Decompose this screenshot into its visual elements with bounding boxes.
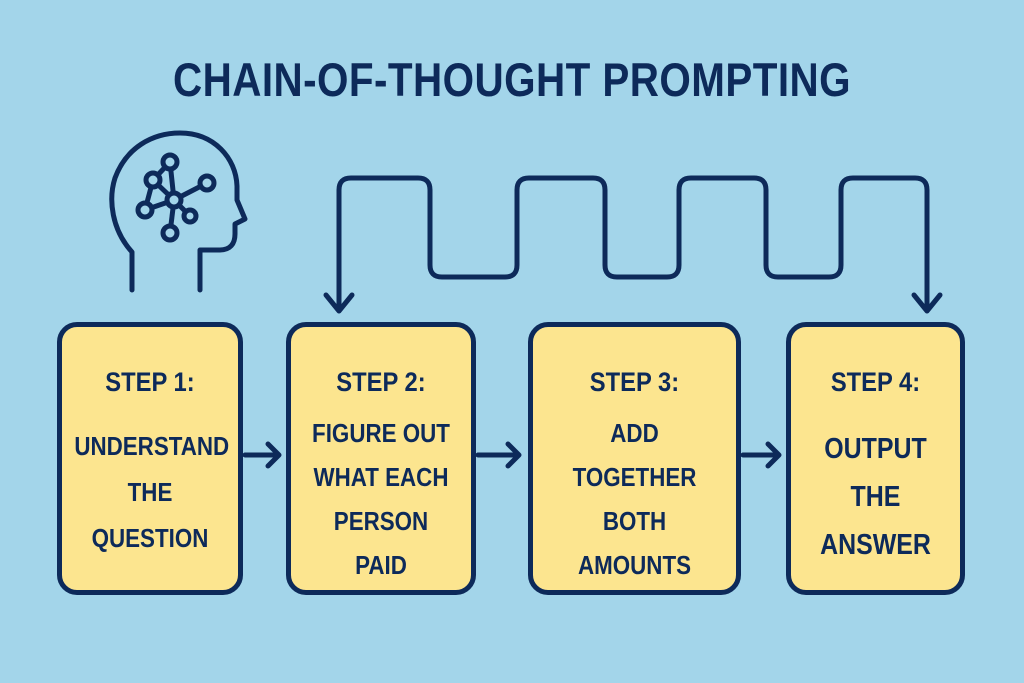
wave-connector (323, 175, 943, 314)
step-3-line: AMOUNTS (577, 550, 692, 580)
wave-arrowhead-left-icon (323, 292, 355, 314)
head-with-network-icon (109, 130, 248, 293)
wave-path (336, 175, 930, 313)
step-2-label: STEP 2: (336, 367, 426, 397)
arrow-step2-to-step3-icon (475, 441, 522, 469)
step-2-text: FIGURE OUT WHAT EACH PERSON PAID (304, 411, 459, 587)
step-1-line: THE (127, 477, 173, 507)
step-2-line: PAID (355, 550, 407, 580)
step-4-box: STEP 4: OUTPUT THE ANSWER (786, 322, 965, 595)
step-2-line: PERSON (333, 506, 429, 536)
neural-network-glyph (135, 152, 217, 243)
step-4-line: ANSWER (820, 529, 931, 561)
step-3-box: STEP 3: ADD TOGETHER BOTH AMOUNTS (528, 322, 741, 595)
step-1-box: STEP 1: UNDERSTAND THE QUESTION (57, 322, 243, 595)
step-3-line: BOTH (602, 506, 667, 536)
step-1-line: QUESTION (91, 523, 209, 553)
step-3-label: STEP 3: (589, 367, 680, 397)
step-3-line: ADD (610, 418, 659, 448)
arrow-step1-to-step2-icon (242, 441, 282, 469)
wave-arrowhead-right-icon (911, 292, 943, 314)
step-4-text: OUTPUT THE ANSWER (803, 425, 948, 569)
step-1-line: UNDERSTAND (74, 431, 230, 461)
step-1-label: STEP 1: (105, 367, 195, 397)
step-2-box: STEP 2: FIGURE OUT WHAT EACH PERSON PAID (286, 322, 476, 595)
arrow-step3-to-step4-icon (740, 441, 782, 469)
step-1-text: UNDERSTAND THE QUESTION (74, 423, 230, 561)
step-3-text: ADD TOGETHER BOTH AMOUNTS (547, 411, 722, 587)
diagram-title: CHAIN-OF-THOUGHT PROMPTING (172, 53, 852, 106)
step-2-line: FIGURE OUT (312, 418, 450, 448)
step-3-line: TOGETHER (572, 462, 697, 492)
step-4-line: OUTPUT (824, 433, 927, 465)
step-4-line: THE (850, 481, 901, 513)
head-outline (109, 130, 248, 293)
step-4-label: STEP 4: (830, 367, 921, 397)
step-2-line: WHAT EACH (313, 462, 449, 492)
